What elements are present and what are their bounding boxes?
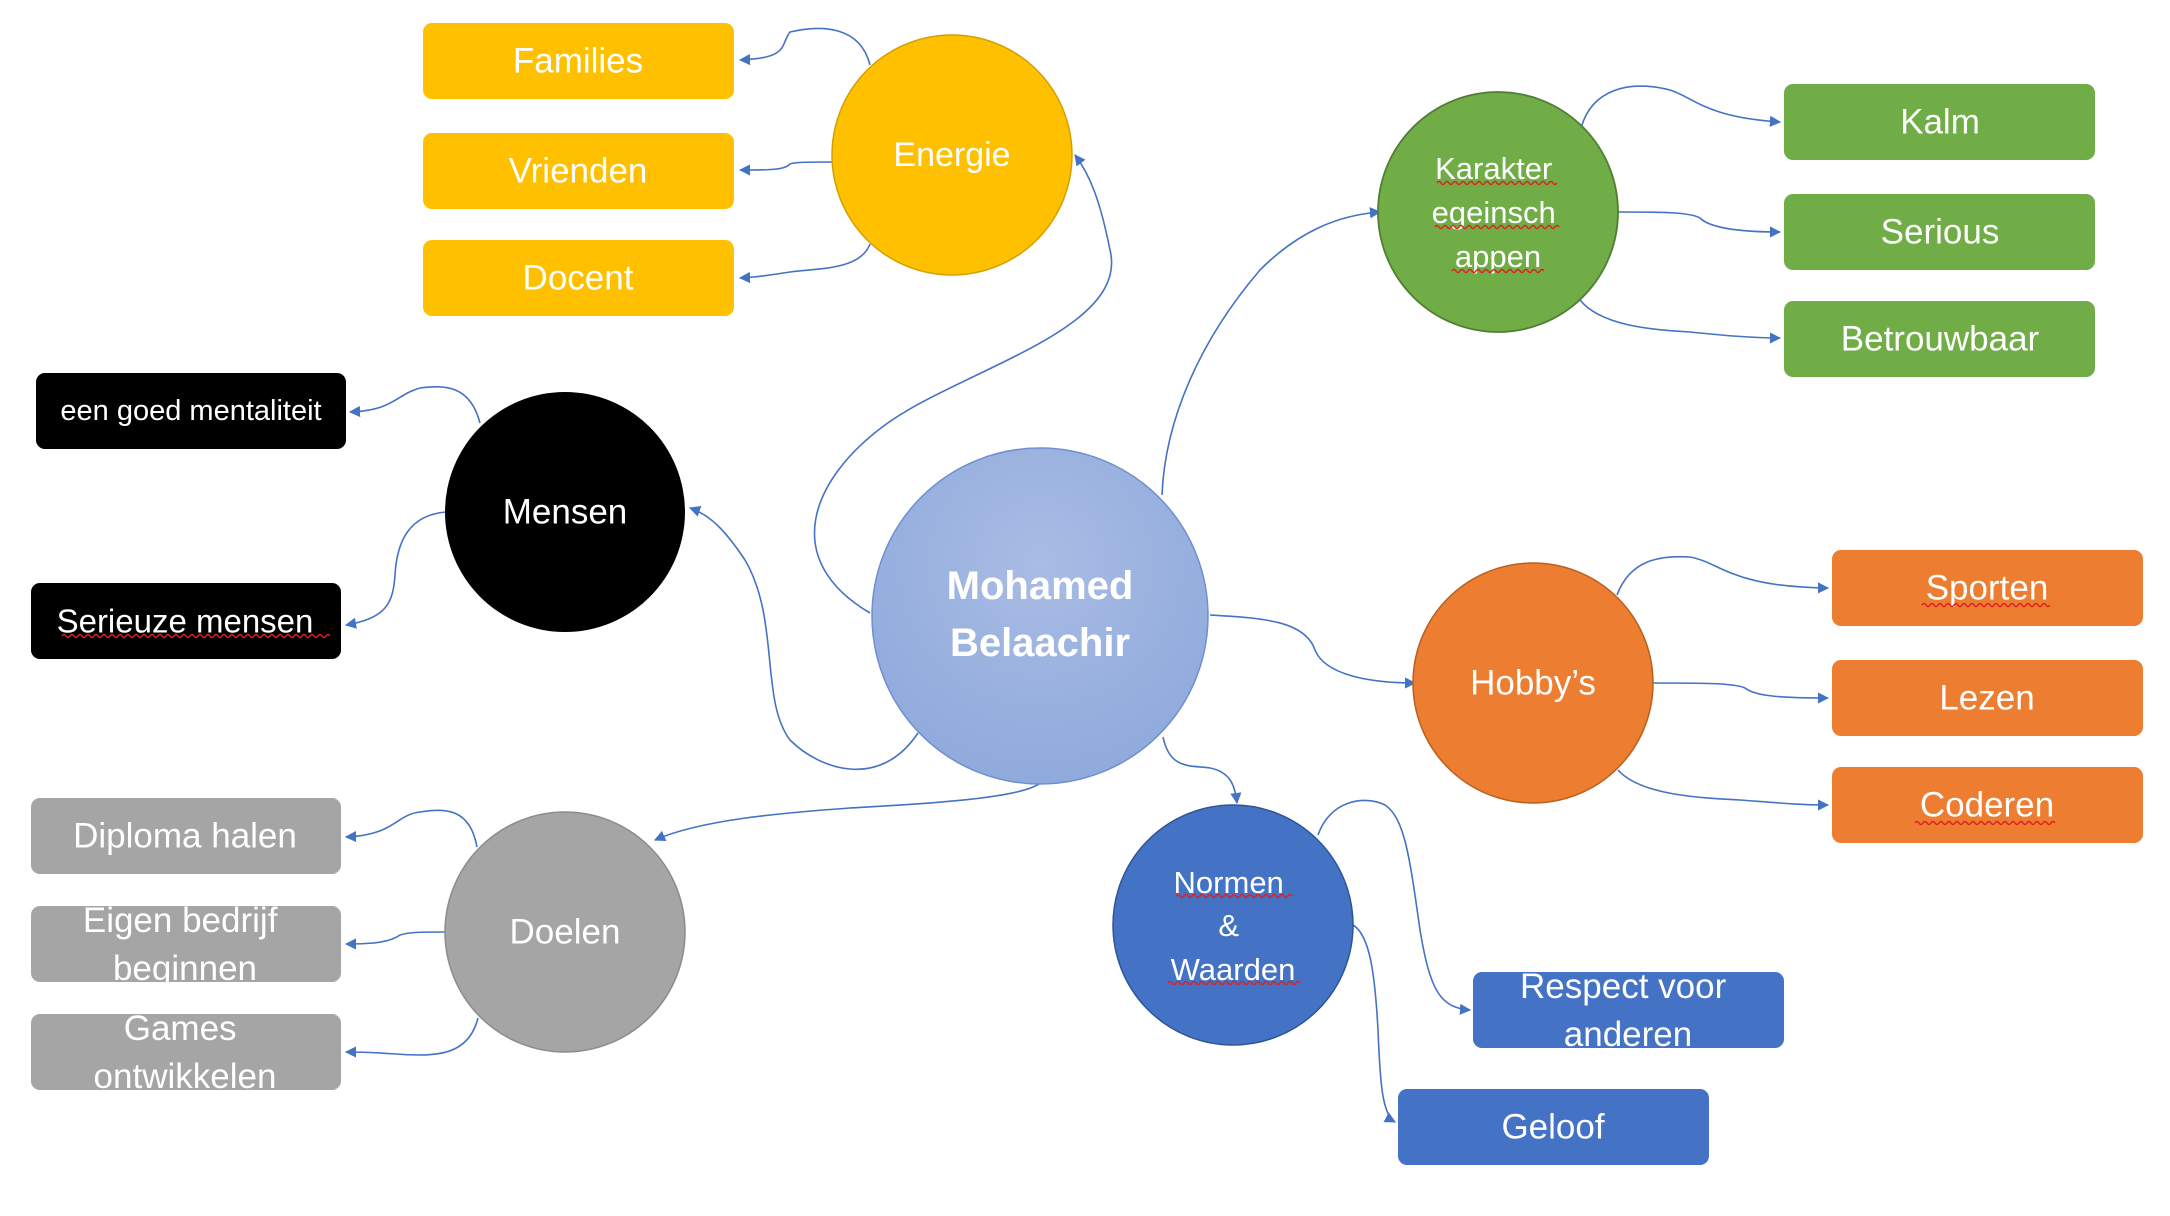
karakter-item-kalm[interactable]: Kalm [1784, 84, 2095, 160]
spellcheck-underline-karakter [1434, 180, 1560, 274]
connector-center-karakter [1161, 207, 1382, 496]
karakter-label: Karakter egeinsch appen [1432, 151, 1565, 274]
doelen-item-bedrijf[interactable]: Eigen bedrijf beginnen [31, 901, 341, 988]
spellcheck-underline-serieuze [61, 633, 331, 639]
karakter-item-betrouwbaar[interactable]: Betrouwbaar [1784, 301, 2095, 377]
spellcheck-underline-normen [1167, 893, 1301, 986]
connector-karakter-serious [1617, 211, 1782, 238]
energie-item-families-label: Families [513, 42, 643, 81]
mensen-item-serieuze-label: Serieuze mensen [57, 603, 314, 640]
energie-item-vrienden[interactable]: Vrienden [423, 133, 734, 209]
hobbys-item-coderen[interactable]: Coderen [1832, 767, 2143, 843]
energie-item-docent[interactable]: Docent [423, 240, 734, 316]
karakter-circle [1377, 91, 1619, 333]
energie-label: Energie [893, 136, 1010, 174]
doelen-label: Doelen [510, 913, 621, 952]
normen-item-geloof[interactable]: Geloof [1398, 1089, 1709, 1165]
connector-center-doelen [653, 782, 1041, 842]
energie-circle [831, 34, 1073, 276]
hobbys-item-lezen[interactable]: Lezen [1832, 660, 2143, 736]
center-node[interactable]: Mohamed Belaachir [871, 447, 1209, 785]
connector-normen-respect [1317, 799, 1472, 1015]
connector-center-hobbys [1209, 614, 1417, 689]
doelen-circle [444, 811, 686, 1053]
hobbys-item-coderen-label: Coderen [1920, 786, 2054, 825]
branch-karakter[interactable]: Karakter egeinsch appen [1377, 91, 1619, 333]
mensen-circle [445, 392, 685, 632]
connector-hobbys-sporten [1616, 555, 1830, 596]
connector-doelen-diploma [344, 809, 478, 848]
hobbys-label: Hobby’s [1470, 664, 1596, 703]
connector-hobbys-lezen [1651, 682, 1830, 704]
connector-energie-families [738, 27, 871, 66]
connector-karakter-betrouwbaar [1579, 299, 1782, 344]
doelen-item-games[interactable]: Games ontwikkelen [31, 1009, 341, 1096]
energie-item-docent-label: Docent [523, 259, 634, 298]
center-name-last: Belaachir [950, 621, 1130, 665]
karakter-item-serious[interactable]: Serious [1784, 194, 2095, 270]
branch-hobbys[interactable]: Hobby’s [1412, 562, 1654, 804]
hobbys-item-lezen-label: Lezen [1939, 679, 2034, 718]
doelen-item-diploma-label: Diploma halen [73, 817, 297, 856]
connector-normen-geloof [1352, 924, 1396, 1123]
connector-center-mensen [688, 506, 919, 770]
connector-karakter-kalm [1579, 85, 1782, 133]
connector-mensen-mentaliteit [348, 386, 481, 424]
connector-doelen-games [344, 1017, 479, 1058]
doelen-item-games-label: Games ontwikkelen [94, 1009, 277, 1096]
branch-normen[interactable]: Normen & Waarden [1112, 804, 1354, 1046]
normen-item-respect-label: Respect voor anderen [1520, 967, 1736, 1054]
normen-item-geloof-label: Geloof [1501, 1108, 1604, 1147]
connector-energie-vrienden [738, 161, 836, 176]
spellcheck-underline-coderen [1914, 820, 2056, 826]
mensen-label: Mensen [503, 493, 628, 532]
normen-item-respect[interactable]: Respect voor anderen [1473, 967, 1784, 1054]
karakter-item-serious-label: Serious [1881, 213, 2000, 252]
energie-item-families[interactable]: Families [423, 23, 734, 99]
mensen-item-mentaliteit-label: een goed mentaliteit [60, 395, 321, 427]
karakter-item-betrouwbaar-label: Betrouwbaar [1841, 320, 2040, 359]
connector-doelen-bedrijf [344, 931, 447, 950]
doelen-item-bedrijf-label: Eigen bedrijf beginnen [83, 901, 287, 988]
hobbys-item-sporten-label: Sporten [1926, 569, 2049, 608]
hobbys-circle [1412, 562, 1654, 804]
connector-energie-docent [738, 243, 871, 284]
spellcheck-underline-sporten [1921, 602, 2051, 608]
connector-center-energie [813, 154, 1113, 614]
branch-energie[interactable]: Energie [831, 34, 1073, 276]
connector-hobbys-coderen [1617, 769, 1830, 811]
energie-item-vrienden-label: Vrienden [509, 152, 648, 191]
normen-label: Normen & Waarden [1171, 865, 1296, 987]
karakter-item-kalm-label: Kalm [1900, 103, 1980, 142]
center-circle [871, 447, 1209, 785]
connectors [344, 27, 1830, 1123]
connector-mensen-serieuze [344, 511, 447, 629]
mensen-item-mentaliteit[interactable]: een goed mentaliteit [36, 373, 346, 449]
hobbys-item-sporten[interactable]: Sporten [1832, 550, 2143, 626]
branch-doelen[interactable]: Doelen [444, 811, 686, 1053]
branch-mensen[interactable]: Mensen [445, 392, 685, 632]
connector-center-normen [1162, 736, 1242, 805]
mensen-item-serieuze[interactable]: Serieuze mensen [31, 583, 341, 659]
center-name-first: Mohamed [947, 564, 1134, 608]
normen-circle [1112, 804, 1354, 1046]
doelen-item-diploma[interactable]: Diploma halen [31, 798, 341, 874]
